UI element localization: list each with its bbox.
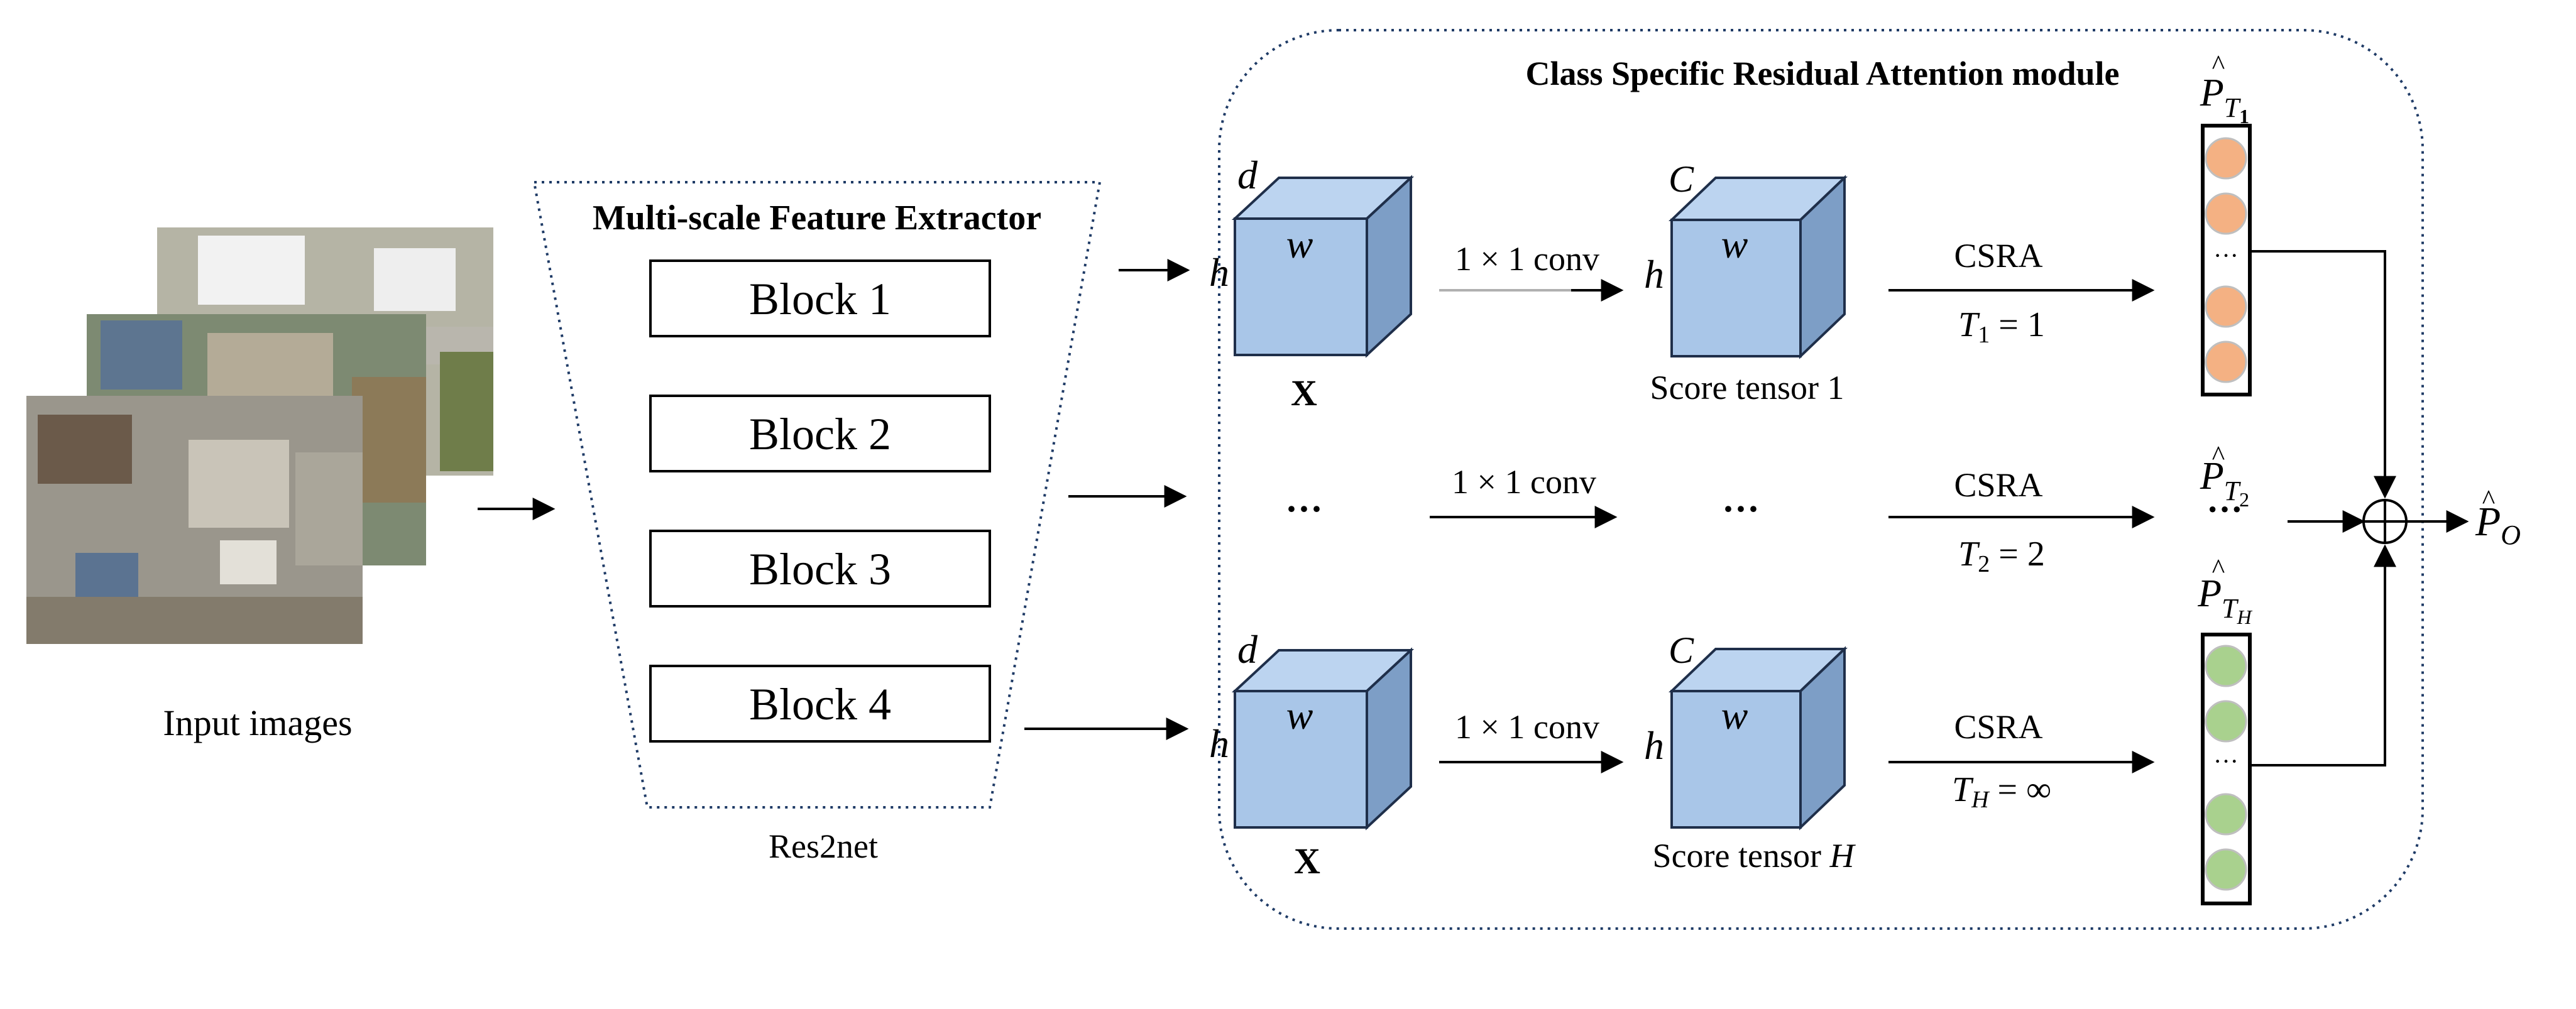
conv-label-2: 1 × 1 conv bbox=[1452, 463, 1596, 501]
csra-temp-2: T2 = 2 bbox=[1958, 535, 2045, 577]
csra-temp-h-var: T bbox=[1952, 770, 1974, 809]
score-1-c-label: C bbox=[1669, 158, 1694, 200]
conv-label-1: 1 × 1 conv bbox=[1455, 240, 1599, 278]
feature-1-w-label: w bbox=[1286, 222, 1313, 266]
csra-temp-1-sub: 1 bbox=[1978, 322, 1990, 348]
extractor-trapezoid bbox=[532, 181, 1102, 809]
final-output-p: P bbox=[2475, 499, 2501, 545]
output-1-p: P bbox=[2200, 72, 2224, 114]
output-h-circle-1 bbox=[2205, 645, 2247, 687]
score-1-w-label: w bbox=[1721, 222, 1748, 266]
final-output-label: PO bbox=[2475, 499, 2521, 550]
score-dots: ··· bbox=[1722, 488, 1760, 530]
csra-temp-h-sub: H bbox=[1971, 787, 1990, 813]
feature-cube-1-front bbox=[1234, 217, 1368, 356]
feature-1-x-label: X bbox=[1291, 373, 1317, 413]
block-2-label: Block 2 bbox=[749, 409, 891, 459]
block-3-label: Block 3 bbox=[749, 544, 891, 594]
csra-temp-2-sub: 2 bbox=[1978, 551, 1990, 577]
feature-h-x-label: X bbox=[1294, 841, 1320, 881]
score-h-label-prefix: Score tensor bbox=[1653, 837, 1830, 875]
output-2-label: PT2 bbox=[2200, 455, 2249, 511]
output-h-circle-2 bbox=[2205, 700, 2247, 743]
output-1-t: T bbox=[2224, 92, 2242, 123]
score-cube-1 bbox=[1669, 175, 1848, 359]
feature-cube-1 bbox=[1231, 175, 1415, 358]
feature-1-h-label: h bbox=[1209, 250, 1229, 295]
output-1-sub: 1 bbox=[2239, 105, 2249, 128]
block-4-box bbox=[649, 665, 991, 743]
score-1-label: Score tensor 1 bbox=[1650, 369, 1844, 406]
block-2-box bbox=[649, 395, 991, 472]
csra-temp-2-eq: = 2 bbox=[1990, 535, 2045, 574]
feature-cube-h-front bbox=[1234, 690, 1368, 829]
output-h-circle-3 bbox=[2205, 793, 2247, 836]
output-1-circle-2 bbox=[2205, 192, 2247, 235]
input-image-front bbox=[26, 396, 363, 644]
csra-label-2: CSRA bbox=[1954, 466, 2042, 504]
score-cube-h bbox=[1669, 646, 1848, 831]
output-2-dots: ··· bbox=[2206, 489, 2243, 530]
output-1-inner-dots: ··· bbox=[2213, 241, 2239, 270]
output-1-label: PT1 bbox=[2200, 72, 2249, 128]
output-1-circle-1 bbox=[2205, 137, 2247, 180]
block-list: Block 1 Block 2 Block 3 Block 4 bbox=[649, 259, 991, 743]
csra-label-h: CSRA bbox=[1954, 708, 2042, 746]
input-images-label: Input images bbox=[163, 702, 352, 743]
feature-h-d-label: d bbox=[1237, 627, 1258, 672]
final-output-sub: O bbox=[2501, 520, 2521, 550]
score-cube-h-front bbox=[1670, 690, 1802, 829]
csra-module-box bbox=[1218, 29, 2424, 930]
output-2-hat: ^ bbox=[2212, 440, 2225, 471]
score-h-label: Score tensor H bbox=[1653, 837, 1856, 875]
connector-output-1-to-sum bbox=[2250, 250, 2396, 499]
extractor-caption: Res2net bbox=[769, 827, 878, 865]
output-h-circle-4 bbox=[2205, 848, 2247, 891]
score-h-c-label: C bbox=[1669, 630, 1694, 671]
output-1-circle-3 bbox=[2205, 285, 2247, 328]
score-cube-1-front bbox=[1670, 219, 1802, 357]
output-1-hat: ^ bbox=[2212, 50, 2225, 80]
feature-dots: ··· bbox=[1285, 488, 1323, 530]
output-h-t: T bbox=[2222, 593, 2239, 624]
output-h-hat: ^ bbox=[2212, 554, 2225, 584]
csra-temp-h: TH = ∞ bbox=[1952, 770, 2051, 813]
score-h-w-label: w bbox=[1721, 693, 1748, 738]
feature-cube-h bbox=[1231, 647, 1415, 831]
output-h-sub: H bbox=[2237, 606, 2253, 628]
feature-h-h-label: h bbox=[1209, 721, 1229, 766]
score-h-label-var: H bbox=[1829, 837, 1856, 875]
output-2-p: P bbox=[2200, 455, 2224, 498]
block-3-box bbox=[649, 530, 991, 608]
output-2-sub: 2 bbox=[2239, 488, 2249, 511]
block-1-box bbox=[649, 259, 991, 337]
score-1-h-label: h bbox=[1644, 252, 1664, 297]
output-h-inner-dots: ··· bbox=[2213, 747, 2239, 775]
csra-temp-1: T1 = 1 bbox=[1958, 305, 2045, 348]
csra-module-title: Class Specific Residual Attention module bbox=[1525, 55, 2119, 92]
block-1-label: Block 1 bbox=[749, 274, 891, 324]
extractor-title: Multi-scale Feature Extractor bbox=[593, 199, 1041, 237]
csra-temp-1-eq: = 1 bbox=[1990, 305, 2045, 344]
csra-temp-1-var: T bbox=[1958, 305, 1980, 344]
csra-label-1: CSRA bbox=[1954, 237, 2042, 275]
final-output-hat: ^ bbox=[2482, 484, 2496, 515]
input-image-stack bbox=[26, 227, 493, 644]
output-h-p: P bbox=[2197, 572, 2222, 615]
output-2-t: T bbox=[2224, 476, 2242, 506]
score-h-h-label: h bbox=[1644, 723, 1664, 768]
feature-1-d-label: d bbox=[1237, 153, 1258, 197]
output-h-label: PTH bbox=[2197, 572, 2252, 628]
feature-h-w-label: w bbox=[1286, 693, 1313, 738]
block-4-label: Block 4 bbox=[749, 679, 891, 729]
csra-temp-2-var: T bbox=[1958, 535, 1980, 574]
sum-node bbox=[2362, 499, 2408, 544]
csra-temp-h-eq: = ∞ bbox=[1989, 770, 2052, 809]
output-1-circle-4 bbox=[2205, 341, 2247, 383]
connector-output-h-to-sum bbox=[2250, 544, 2396, 766]
conv-label-h: 1 × 1 conv bbox=[1455, 708, 1599, 746]
